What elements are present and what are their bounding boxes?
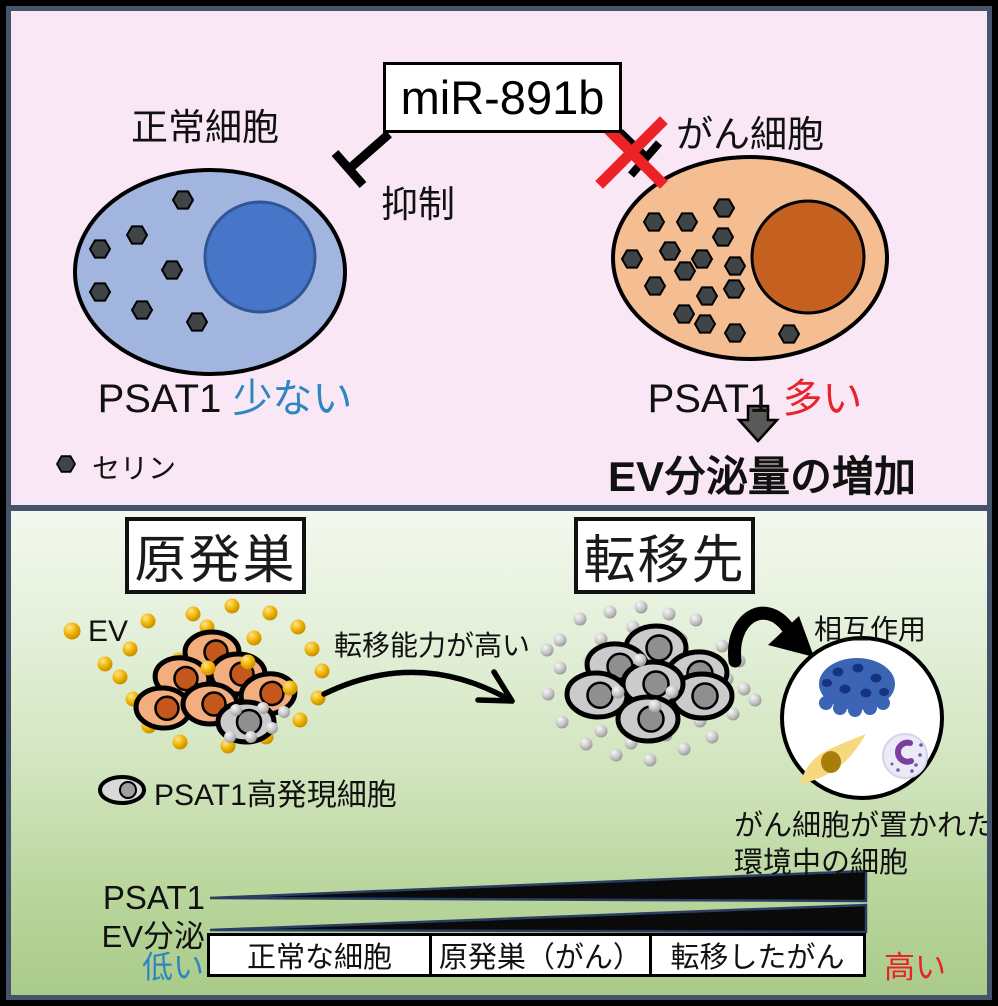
normal-cell xyxy=(73,168,347,376)
metastasis-site-box: 転移先 xyxy=(574,517,755,594)
scale-low-label: 低い xyxy=(142,950,204,985)
psat1-low-level: 少ない xyxy=(232,377,353,421)
ev-gradient-wedge xyxy=(209,903,868,934)
ev-increase-label: EV分泌量の増加 xyxy=(607,453,917,500)
metastasis-site-label: 転移先 xyxy=(583,532,746,590)
ev-particles-gray-overlay xyxy=(611,653,679,713)
psat1-high-label: PSAT1 多い xyxy=(600,366,910,424)
primary-tumor-cluster xyxy=(97,598,330,754)
metastatic-cell-cluster xyxy=(540,600,762,767)
inhibition-tbar-left xyxy=(331,130,392,188)
stage-cell-primary: 原発巣（がん） xyxy=(428,936,649,974)
stage-cell-normal: 正常な細胞 xyxy=(246,942,392,974)
primary-site-box: 原発巣 xyxy=(125,517,306,594)
inhibition-label: 抑制 xyxy=(381,184,455,225)
immune-cell-blue-icon xyxy=(819,658,895,717)
ev-scale-label: EV分泌 xyxy=(101,919,205,954)
environment-circle xyxy=(780,636,944,800)
normal-cell-title: 正常細胞 xyxy=(131,107,279,148)
psat1-low-prefix: PSAT1 xyxy=(97,377,233,421)
stage-cell-metastatic: 転移したがん xyxy=(648,936,863,974)
stage-table: 正常な細胞 原発巣（がん） 転移したがん xyxy=(207,933,866,977)
cancer-cell-title: がん細胞 xyxy=(676,114,824,155)
down-arrow-icon xyxy=(736,404,780,443)
psat1-scale-label: PSAT1 xyxy=(102,879,205,916)
psat1-high-prefix: PSAT1 xyxy=(647,377,783,421)
panel-divider xyxy=(11,505,987,511)
immune-cell-purple-icon xyxy=(882,733,928,779)
scale-high-label: 高い xyxy=(884,950,946,985)
ev-particle-icon xyxy=(63,622,81,640)
cancer-cell xyxy=(611,155,889,361)
psat1-high-level: 多い xyxy=(782,377,863,421)
metastasis-arrow xyxy=(321,669,515,704)
red-cross-icon xyxy=(595,116,668,189)
environment-caption-line2: 環境中の細胞 xyxy=(734,847,909,879)
psat1-high-cell-legend-label: PSAT1高発現細胞 xyxy=(154,779,397,812)
psat1-low-label: PSAT1 少ない xyxy=(70,366,380,424)
ev-legend-label: EV xyxy=(88,615,129,648)
serine-hexagon-icon xyxy=(56,455,76,473)
ev-particles-on-cells xyxy=(200,654,298,696)
serine-legend-label: セリン xyxy=(92,453,177,484)
environment-caption-line1: がん細胞が置かれた xyxy=(734,810,996,842)
metastatic-ability-label: 転移能力が高い xyxy=(334,630,531,661)
ev-particles-gray-small xyxy=(224,702,290,743)
mir-891b-label: miR-891b xyxy=(400,71,605,124)
psat1-high-cell-icon xyxy=(98,775,146,805)
mir-891b-box: miR-891b xyxy=(383,62,622,133)
fibroblast-icon xyxy=(800,734,866,784)
psat1-gradient-wedge xyxy=(209,869,868,903)
primary-site-label: 原発巣 xyxy=(134,532,297,590)
interaction-label: 相互作用 xyxy=(814,614,927,645)
interaction-arrow xyxy=(728,606,814,668)
